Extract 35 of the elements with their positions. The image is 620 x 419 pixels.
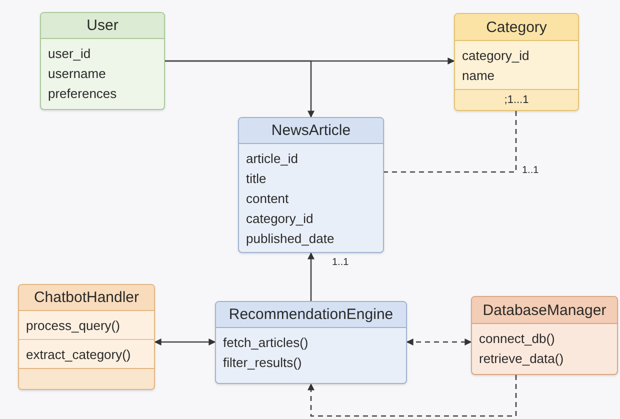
attribute-text: preferences — [48, 85, 117, 103]
class-name: ChatbotHandler — [34, 289, 140, 306]
attribute-text: user_id — [48, 45, 91, 63]
attribute-text: category_id — [462, 47, 530, 65]
dashed-connector — [406, 338, 472, 346]
attribute-text: title — [246, 170, 266, 188]
attribute-text: content — [246, 190, 289, 208]
dashed-connector — [308, 375, 517, 417]
class-name: RecommendationEngine — [228, 306, 394, 323]
class-box — [471, 296, 618, 375]
method-text: extract_category() — [26, 346, 131, 364]
attribute-text: article_id — [246, 150, 298, 168]
arrow — [154, 338, 216, 346]
class-name: NewsArticle — [271, 122, 351, 139]
class-name: DatabaseManager — [482, 302, 606, 318]
attribute-text: published_date — [246, 230, 334, 248]
class-name: User — [86, 17, 118, 34]
multiplicity-text: ;1...1 — [504, 93, 529, 108]
class-name: Category — [486, 18, 547, 36]
method-text: retrieve_data() — [479, 350, 564, 368]
attribute-text: name — [462, 67, 495, 85]
attribute-text: category_id — [246, 210, 314, 228]
arrow — [308, 252, 314, 301]
class-box — [18, 284, 155, 390]
method-text: filter_results() — [223, 354, 302, 372]
method-text: process_query() — [26, 317, 120, 335]
attribute-text: username — [48, 65, 106, 83]
arrow — [165, 60, 314, 118]
class-box — [238, 117, 384, 253]
class-box — [40, 12, 165, 110]
dashed-connector — [384, 111, 517, 173]
method-text: connect_db() — [479, 330, 555, 348]
class-box — [215, 301, 407, 384]
class-box — [454, 13, 579, 111]
method-text: fetch_articles() — [223, 334, 308, 352]
